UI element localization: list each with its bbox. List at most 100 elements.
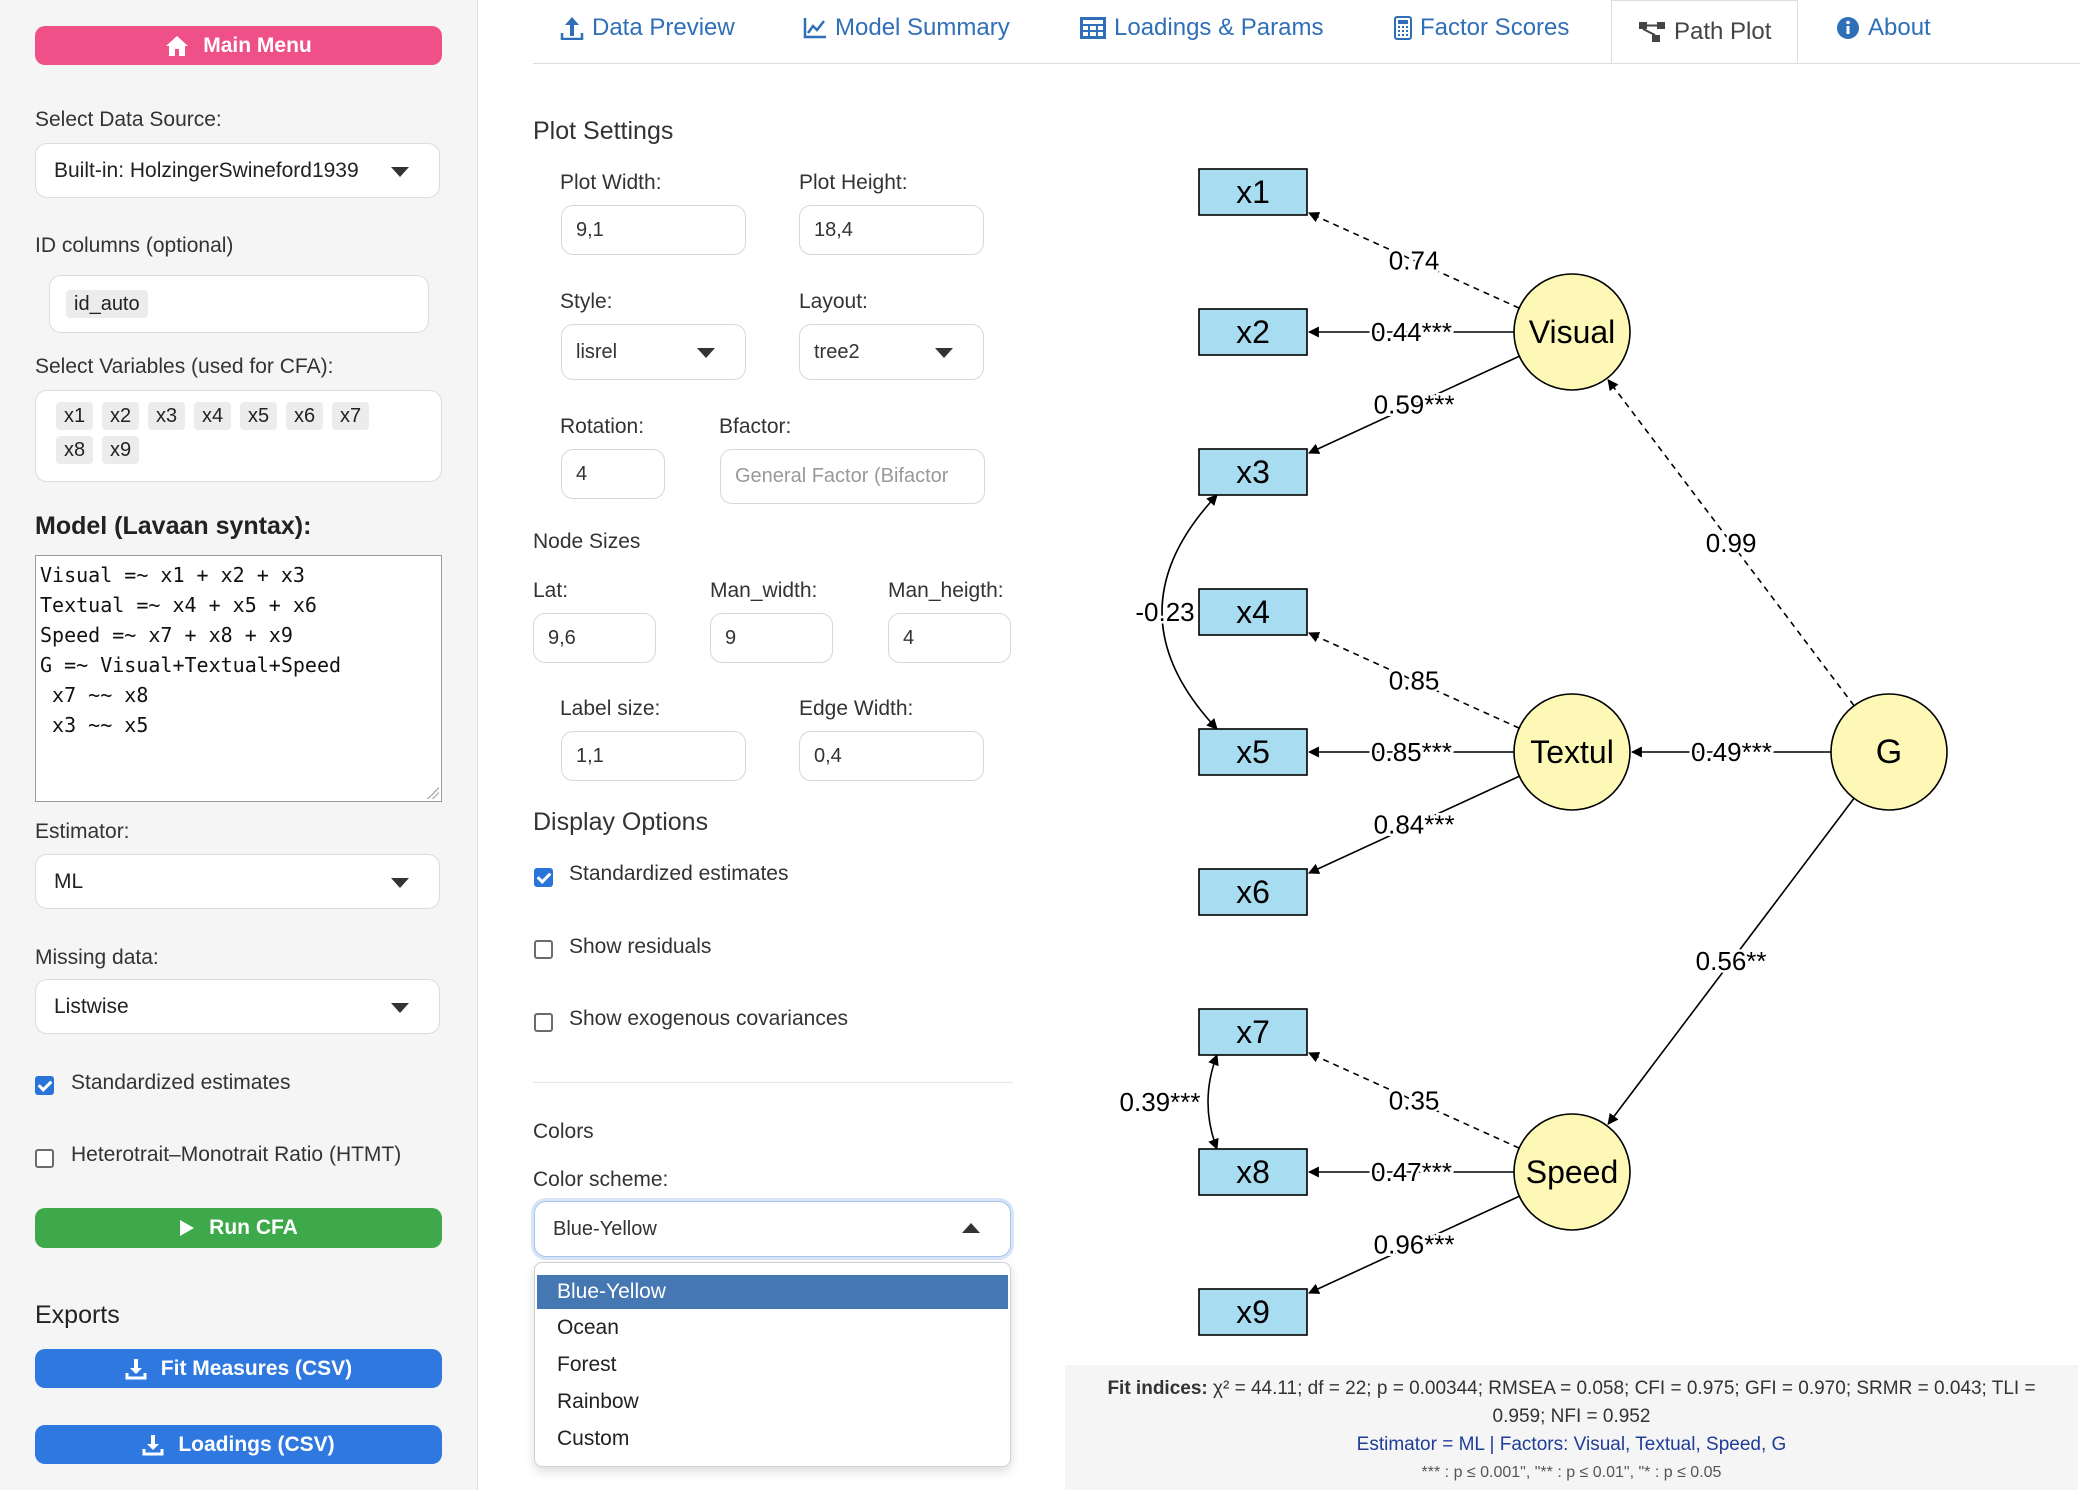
color-scheme-select[interactable]: Blue-Yellow: [534, 1201, 1011, 1257]
edge-label: 0.49***: [1691, 737, 1772, 767]
id-columns-input[interactable]: id_auto: [49, 275, 429, 333]
std-estimates-checkbox[interactable]: [35, 1076, 54, 1095]
factor-edge: [1607, 797, 1855, 1125]
label-size-input[interactable]: 1,1: [561, 731, 746, 781]
manifest-label: x5: [1236, 734, 1270, 770]
colors-heading: Colors: [533, 1120, 594, 1143]
tab-bar: Data Preview Model Summary Loadings & Pa…: [533, 0, 2080, 64]
model-line: G =~ Visual+Textual+Speed: [40, 653, 342, 677]
download-icon: [142, 1434, 164, 1455]
opt-std-label: Standardized estimates: [569, 862, 789, 885]
loading-edge: [1307, 632, 1520, 729]
home-icon: [166, 35, 189, 56]
tab-about[interactable]: About: [1836, 0, 1931, 56]
latent-node: [1513, 1113, 1631, 1231]
color-option[interactable]: Blue-Yellow: [537, 1275, 1008, 1309]
run-cfa-label: Run CFA: [209, 1216, 298, 1239]
chevron-down-icon: [697, 348, 715, 358]
edge-width-input[interactable]: 0,4: [799, 731, 984, 781]
opt-std-checkbox[interactable]: [534, 868, 553, 887]
label-size-label: Label size:: [560, 697, 661, 720]
chevron-down-icon: [391, 166, 409, 177]
style-select[interactable]: lisrel: [561, 324, 746, 380]
model-syntax-textarea[interactable]: Visual =~ x1 + x2 + x3 Textual =~ x4 + x…: [35, 555, 442, 802]
main-menu-button[interactable]: Main Menu: [35, 26, 442, 65]
variable-tag[interactable]: x4: [194, 402, 232, 430]
bfactor-input[interactable]: General Factor (Bifactor: [720, 449, 985, 504]
variable-tag[interactable]: x6: [286, 402, 324, 430]
color-option[interactable]: Ocean: [557, 1316, 619, 1339]
estimator-value: ML: [54, 869, 84, 893]
lat-input[interactable]: 9,6: [533, 613, 656, 663]
opt-residuals-label: Show residuals: [569, 935, 712, 958]
tab-model-summary[interactable]: Model Summary: [803, 0, 1010, 56]
factor-edge: [1607, 379, 1855, 707]
covariance-edge: [1207, 1053, 1219, 1151]
download-icon: [125, 1358, 147, 1379]
layout-select[interactable]: tree2: [799, 324, 984, 380]
variable-tag[interactable]: x9: [102, 436, 140, 464]
id-column-tag[interactable]: id_auto: [66, 290, 148, 318]
estimator-label: Estimator:: [35, 820, 130, 843]
model-line: x7 ~~ x8: [40, 683, 149, 707]
tab-label: Loadings & Params: [1114, 14, 1324, 41]
tab-path-plot[interactable]: Path Plot: [1611, 0, 1799, 63]
plot-width-input[interactable]: 9,1: [561, 205, 746, 255]
data-source-select[interactable]: Built-in: HolzingerSwineford1939: [35, 143, 440, 198]
variable-tag[interactable]: x7: [332, 402, 370, 430]
variable-tag[interactable]: x1: [56, 402, 94, 430]
id-columns-label: ID columns (optional): [35, 234, 234, 257]
divider: [533, 1082, 1013, 1083]
latent-label: Visual: [1529, 314, 1616, 350]
tab-factor-scores[interactable]: Factor Scores: [1394, 0, 1569, 56]
color-option[interactable]: Rainbow: [557, 1390, 639, 1413]
run-cfa-button[interactable]: Run CFA: [35, 1208, 442, 1248]
line-chart-icon: [803, 18, 826, 39]
edge-label: 0.96***: [1374, 1230, 1455, 1260]
variable-tag[interactable]: x8: [56, 436, 94, 464]
variable-tag[interactable]: x3: [148, 402, 186, 430]
latent-label: Textul: [1530, 734, 1614, 770]
loadings-export-button[interactable]: Loadings (CSV): [35, 1425, 442, 1464]
play-icon: [180, 1220, 195, 1236]
opt-residuals-checkbox[interactable]: [534, 940, 553, 959]
latent-node: [1830, 693, 1948, 811]
manifest-label: x2: [1236, 314, 1270, 350]
manifest-node: [1198, 868, 1308, 916]
color-option[interactable]: Forest: [557, 1353, 617, 1376]
edge-label: 0.74: [1389, 246, 1440, 276]
opt-exo-checkbox[interactable]: [534, 1013, 553, 1032]
manifest-label: x3: [1236, 454, 1270, 490]
plot-height-input[interactable]: 18,4: [799, 205, 984, 255]
resize-handle-icon[interactable]: [427, 787, 439, 799]
chevron-down-icon: [391, 1002, 409, 1013]
missing-data-label: Missing data:: [35, 946, 159, 969]
info-icon: [1837, 17, 1859, 39]
man-width-input[interactable]: 9: [710, 613, 833, 663]
color-option[interactable]: Custom: [557, 1427, 630, 1450]
data-source-value: Built-in: HolzingerSwineford1939: [54, 158, 359, 182]
variable-tag[interactable]: x2: [102, 402, 140, 430]
plot-width-label: Plot Width:: [560, 171, 662, 194]
manifest-node: [1198, 1148, 1308, 1196]
missing-data-select[interactable]: Listwise: [35, 979, 440, 1034]
loading-edge: [1308, 355, 1520, 454]
rotation-input[interactable]: 4: [561, 449, 665, 499]
manifest-label: x9: [1236, 1294, 1270, 1330]
variables-input[interactable]: x1 x2 x3 x4 x5 x6 x7 x8 x9: [35, 390, 442, 482]
tab-loadings-params[interactable]: Loadings & Params: [1080, 0, 1323, 56]
std-estimates-label: Standardized estimates: [71, 1071, 291, 1094]
variable-tag[interactable]: x5: [240, 402, 278, 430]
manifest-node: [1198, 588, 1308, 636]
fit-measures-export-button[interactable]: Fit Measures (CSV): [35, 1349, 442, 1388]
manifest-node: [1198, 1288, 1308, 1336]
htmt-checkbox[interactable]: [35, 1149, 54, 1168]
model-line: x3 ~~ x5: [40, 713, 149, 737]
loading-edge: [1307, 1052, 1520, 1149]
tab-data-preview[interactable]: Data Preview: [560, 0, 735, 56]
chevron-down-icon: [935, 348, 953, 358]
man-height-input[interactable]: 4: [888, 613, 1011, 663]
tab-label: Factor Scores: [1420, 14, 1570, 41]
opt-exo-label: Show exogenous covariances: [569, 1007, 849, 1030]
estimator-select[interactable]: ML: [35, 854, 440, 909]
